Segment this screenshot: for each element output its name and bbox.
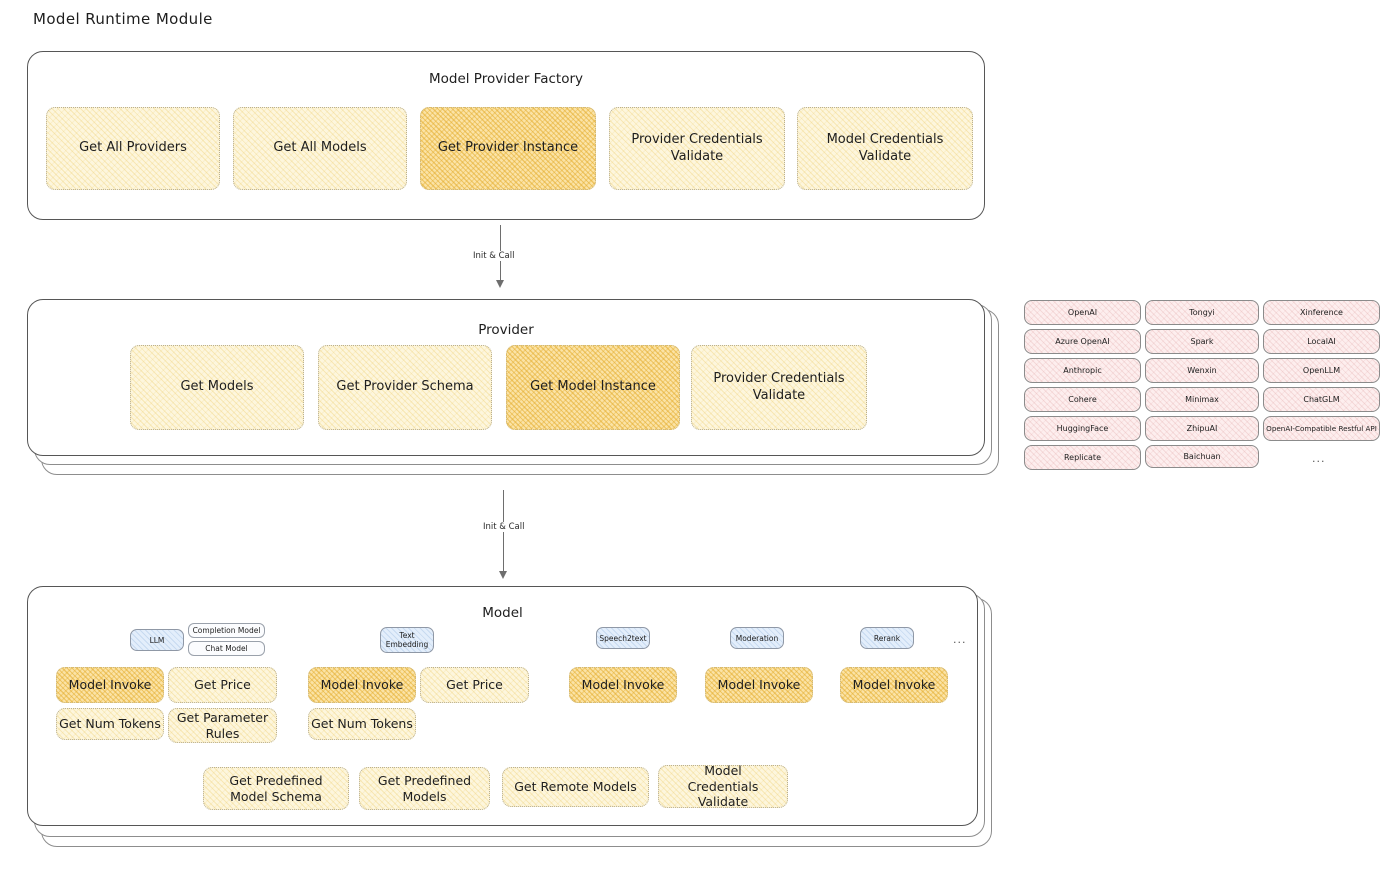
node-llm-model-invoke[interactable]: Model Invoke [56, 667, 164, 703]
provider-chip-xinference[interactable]: Xinference [1263, 300, 1380, 325]
model-type-chip-llm[interactable]: LLM [130, 629, 184, 651]
node-text-embedding-get-num-tokens[interactable]: Get Num Tokens [308, 708, 416, 740]
provider-chip-spark[interactable]: Spark [1145, 329, 1259, 354]
provider-title: Provider [478, 322, 534, 338]
arrow-provider-to-model: Init & Call [479, 490, 543, 585]
model-subtype-chip-completion-model[interactable]: Completion Model [188, 623, 265, 638]
node-llm-get-num-tokens[interactable]: Get Num Tokens [56, 708, 164, 740]
node-get-predefined-models[interactable]: Get Predefined Models [359, 767, 490, 810]
provider-chip-openai-compatible-restful-api[interactable]: OpenAI-Compatible Restful API [1263, 416, 1380, 441]
provider-chip-replicate[interactable]: Replicate [1024, 445, 1141, 470]
arrow-factory-to-provider: Init & Call [469, 225, 540, 295]
model-types-more-ellipsis: ... [953, 633, 967, 646]
model-type-chip-moderation[interactable]: Moderation [730, 627, 784, 649]
node-get-predefined-model-schema[interactable]: Get Predefined Model Schema [203, 767, 349, 810]
provider-chip-openllm[interactable]: OpenLLM [1263, 358, 1380, 383]
node-provider-credentials-validate[interactable]: Provider Credentials Validate [609, 107, 785, 190]
model-provider-factory-title: Model Provider Factory [428, 71, 583, 87]
node-provider-credentials-validate-2[interactable]: Provider Credentials Validate [691, 345, 867, 430]
provider-chip-huggingface[interactable]: HuggingFace [1024, 416, 1141, 441]
model-provider-factory-card: Model Provider Factory Get All Providers… [27, 51, 985, 220]
provider-chip-baichuan[interactable]: Baichuan [1145, 445, 1259, 468]
node-get-provider-schema[interactable]: Get Provider Schema [318, 345, 492, 430]
node-text-embedding-get-price[interactable]: Get Price [420, 667, 529, 703]
provider-chip-wenxin[interactable]: Wenxin [1145, 358, 1259, 383]
model-type-chip-rerank[interactable]: Rerank [860, 627, 914, 649]
provider-chip-zhipuai[interactable]: ZhipuAI [1145, 416, 1259, 441]
model-type-chip-speech2text[interactable]: Speech2text [596, 627, 650, 649]
provider-card: Provider Get Models Get Provider Schema … [27, 299, 985, 456]
node-get-remote-models[interactable]: Get Remote Models [502, 767, 649, 807]
node-model-credentials-validate[interactable]: Model Credentials Validate [797, 107, 973, 190]
model-type-chip-text-embedding[interactable]: Text Embedding [380, 627, 434, 653]
node-get-all-models[interactable]: Get All Models [233, 107, 407, 190]
arrow-label-init-and-call-2: Init & Call [479, 522, 529, 532]
provider-list: OpenAI Azure OpenAI Anthropic Cohere Hug… [1024, 300, 1380, 476]
provider-chip-chatglm[interactable]: ChatGLM [1263, 387, 1380, 412]
node-speech2text-model-invoke[interactable]: Model Invoke [569, 667, 677, 703]
model-subtype-chip-chat-model[interactable]: Chat Model [188, 641, 265, 656]
provider-chip-azure-openai[interactable]: Azure OpenAI [1024, 329, 1141, 354]
node-llm-get-price[interactable]: Get Price [168, 667, 277, 703]
node-llm-get-parameter-rules[interactable]: Get Parameter Rules [168, 708, 277, 743]
node-get-model-instance[interactable]: Get Model Instance [506, 345, 680, 430]
provider-chip-openai[interactable]: OpenAI [1024, 300, 1141, 325]
node-get-all-providers[interactable]: Get All Providers [46, 107, 220, 190]
provider-list-more-ellipsis: ... [1312, 452, 1326, 465]
provider-chip-localai[interactable]: LocalAI [1263, 329, 1380, 354]
arrow-label-init-and-call-1: Init & Call [469, 251, 519, 261]
provider-chip-anthropic[interactable]: Anthropic [1024, 358, 1141, 383]
provider-chip-minimax[interactable]: Minimax [1145, 387, 1259, 412]
node-get-models[interactable]: Get Models [130, 345, 304, 430]
provider-chip-tongyi[interactable]: Tongyi [1145, 300, 1259, 325]
node-text-embedding-model-invoke[interactable]: Model Invoke [308, 667, 416, 703]
node-rerank-model-invoke[interactable]: Model Invoke [840, 667, 948, 703]
node-model-credentials-validate-3[interactable]: Model Credentials Validate [658, 763, 788, 809]
model-card: Model LLM Completion Model Chat Model Mo… [27, 586, 978, 826]
node-get-provider-instance[interactable]: Get Provider Instance [420, 107, 596, 190]
provider-chip-cohere[interactable]: Cohere [1024, 387, 1141, 412]
page-title: Model Runtime Module [33, 10, 213, 28]
model-title: Model [482, 605, 523, 621]
node-moderation-model-invoke[interactable]: Model Invoke [705, 667, 813, 703]
